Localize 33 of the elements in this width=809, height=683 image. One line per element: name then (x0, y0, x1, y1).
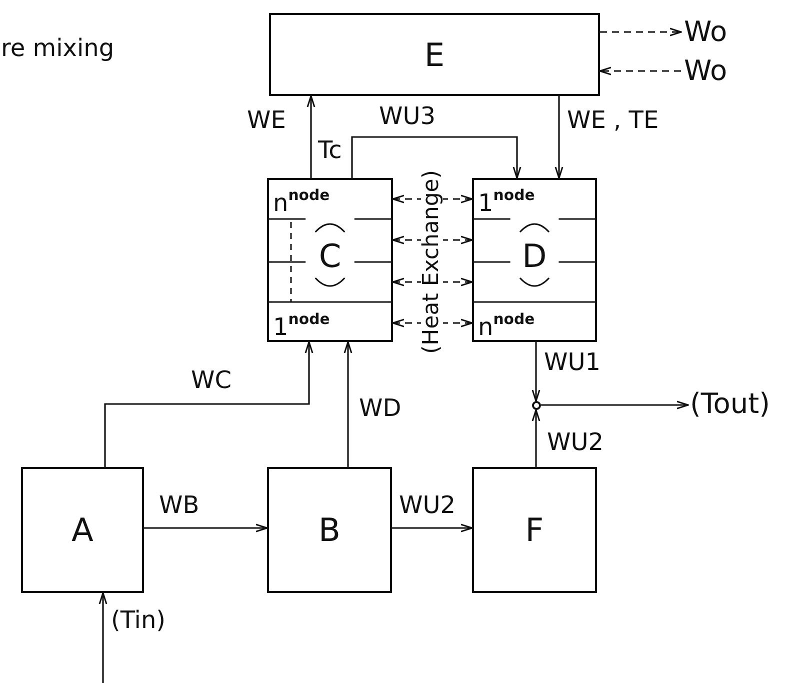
process-box (267, 467, 392, 593)
node-index-label: 1$^{node}$ (273, 312, 330, 340)
arrow (532, 409, 540, 467)
process-box (21, 467, 144, 593)
node-title: E (424, 38, 445, 70)
node-title: A (72, 514, 94, 546)
node-title: F (525, 514, 544, 546)
node-index-label: n$^{node}$ (478, 312, 535, 340)
arrow (532, 342, 540, 402)
arrow (344, 341, 352, 467)
dashed-arrow (600, 28, 682, 36)
node-title: C (318, 240, 342, 272)
arrow (541, 400, 689, 410)
node-title: D (522, 240, 547, 272)
edge-label: WE , TE (566, 108, 660, 132)
flow-text: Wo (684, 53, 764, 91)
arrow (104, 341, 314, 467)
arrow (351, 136, 522, 179)
node-index-label: 1$^{node}$ (478, 188, 535, 216)
flow-text: (Tout) (690, 386, 802, 426)
dashed-arrow (599, 66, 681, 76)
node-index-label: n$^{node}$ (273, 188, 330, 216)
arrow (98, 592, 108, 683)
junction-dot (532, 401, 541, 410)
flow-text: Wo (684, 14, 764, 52)
arrow (306, 95, 316, 178)
arrow (392, 524, 473, 532)
process-box (472, 467, 597, 593)
arrow (554, 96, 564, 179)
arrow (144, 524, 268, 532)
process-box (269, 13, 600, 96)
node-title: B (318, 514, 340, 546)
vertical-label: (Heat Exchange) (421, 169, 443, 355)
